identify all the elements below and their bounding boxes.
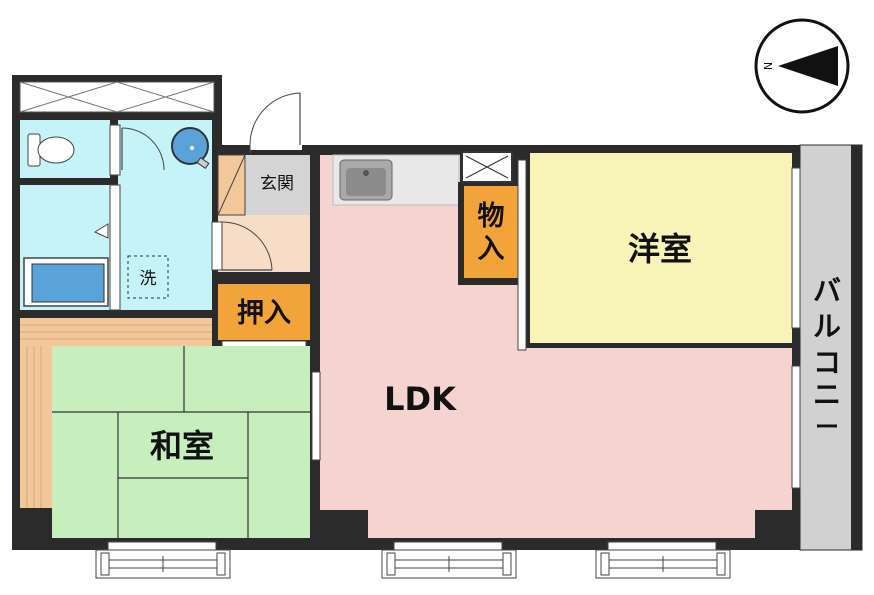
- laundry-space: [127, 255, 169, 299]
- japanese-room-label: 和室: [150, 427, 214, 465]
- sink-icon: [339, 159, 393, 201]
- entrance-door: [249, 92, 302, 155]
- window-bottom-center: [381, 541, 517, 579]
- balcony-char-2: ル: [813, 310, 841, 343]
- western-room-sash: [791, 167, 801, 329]
- storage-label-bottom: 入: [478, 234, 505, 265]
- bathtub-icon: [23, 257, 109, 307]
- storage-inner: [464, 186, 518, 278]
- window-bottom-left: [95, 541, 231, 579]
- washroom-door-swing: [109, 124, 165, 176]
- entrance-label: 玄関: [260, 174, 294, 194]
- bath-partition: [109, 184, 121, 311]
- balcony-char-5: ー: [815, 413, 839, 441]
- ldk-label: LDK: [384, 380, 457, 418]
- tatami-lines: [52, 346, 310, 538]
- balcony-char-4: ニ: [813, 378, 841, 411]
- balcony-label: バ ル コ ニ ー: [813, 274, 841, 441]
- top-vent-strip: [19, 81, 215, 113]
- western-room-label: 洋室: [628, 230, 692, 268]
- wood-floor-side: [20, 318, 52, 508]
- western-room: [530, 153, 792, 343]
- faucet-icon: [93, 223, 109, 239]
- storage-door: [517, 159, 527, 351]
- balcony-char-3: コ: [813, 346, 841, 379]
- japanese-room: [52, 346, 310, 538]
- compass-icon: N: [754, 18, 850, 114]
- balcony-char-1: バ: [813, 274, 841, 307]
- laundry-label: 洗: [140, 269, 157, 289]
- closet: [218, 284, 310, 340]
- hall-door: [211, 221, 273, 271]
- wash-basin-icon: [171, 127, 210, 170]
- balcony-rail: [851, 145, 862, 550]
- toilet-icon: [27, 133, 75, 167]
- ldk: [320, 155, 792, 538]
- ldk-left-sash: [311, 371, 321, 461]
- window-bottom-right: [595, 541, 731, 579]
- entrance-floor: [245, 155, 310, 215]
- compass-north-letter: N: [762, 62, 775, 70]
- storage-label-top: 物: [478, 201, 505, 232]
- closet-label: 押入: [237, 298, 291, 329]
- ldk-right-sash: [791, 365, 801, 489]
